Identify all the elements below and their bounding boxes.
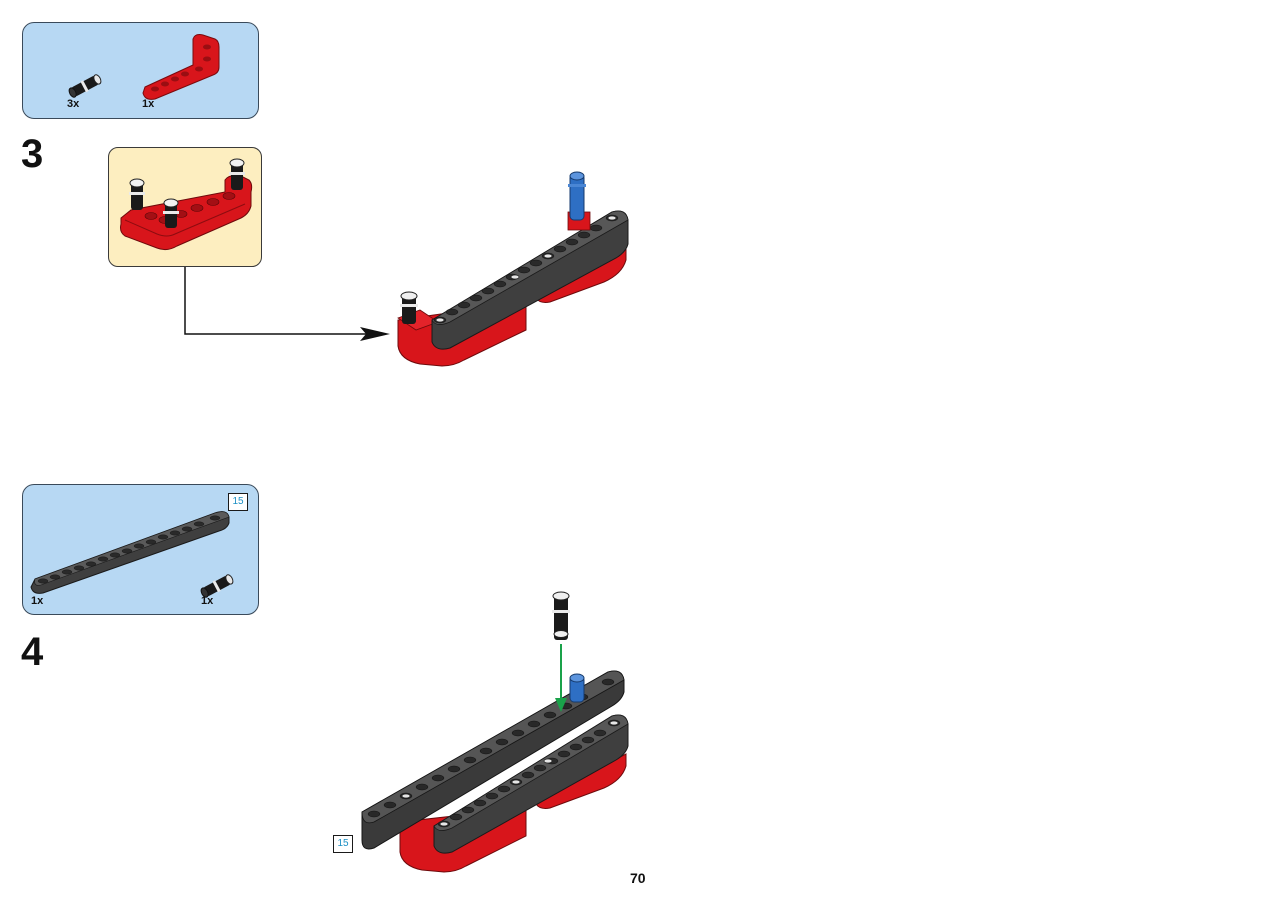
- red-l-shaped-beam-icon: [142, 34, 220, 100]
- black-friction-pin-icon: [200, 574, 234, 598]
- step-3-part-1-qty: 3x: [67, 98, 80, 110]
- step-4-part-2-qty: 1x: [201, 595, 214, 607]
- step-4-assembly-illustration: [361, 591, 629, 873]
- pin-b: [163, 198, 179, 228]
- green-insert-arrow: [555, 644, 567, 712]
- page-number: 70: [630, 870, 646, 886]
- blue-pin: [568, 171, 586, 221]
- step-3-subassembly-callout: [108, 147, 262, 267]
- step-4-parts-list: 15 1x 1x: [22, 484, 259, 615]
- pin-c: [229, 158, 245, 190]
- new-black-pin: [552, 591, 570, 640]
- dark-gray-15-beam-icon: [30, 511, 230, 594]
- step-4-part-1-qty: 1x: [31, 595, 44, 607]
- step-3-parts-list: 3x 1x: [22, 22, 259, 119]
- blue-pin: [569, 673, 585, 703]
- pin-a: [129, 178, 145, 210]
- step-4-parts-beam-length-badge: 15: [228, 493, 248, 511]
- step-3-part-2-qty: 1x: [142, 98, 155, 110]
- red-l-beam-with-pins-illustration: [120, 158, 253, 251]
- black-friction-pin-icon: [68, 74, 102, 98]
- step-3-number: 3: [21, 132, 44, 176]
- step-4-number: 4: [21, 630, 44, 674]
- step-3-assembly-illustration: [397, 171, 629, 367]
- step-4-assembly-beam-length-badge: 15: [333, 835, 353, 853]
- black-pin-left: [400, 291, 418, 324]
